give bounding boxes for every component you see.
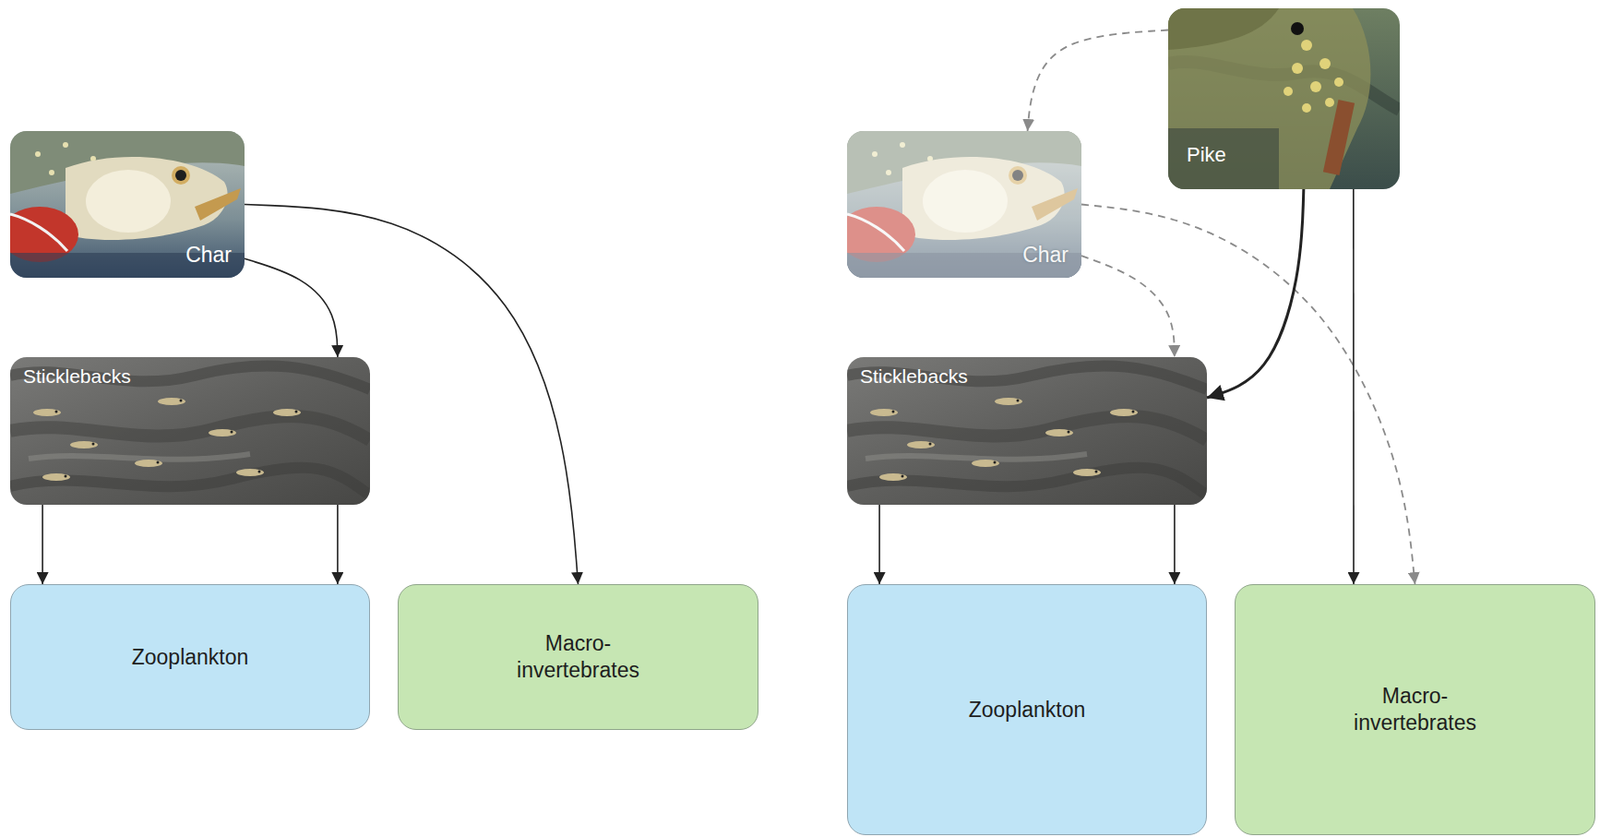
food-link bbox=[878, 504, 881, 585]
food-link bbox=[1027, 30, 1169, 132]
group-box: Macro- invertebrates bbox=[1234, 584, 1596, 836]
food-link bbox=[244, 204, 579, 586]
group-box: Macro- invertebrates bbox=[397, 584, 759, 730]
food-link bbox=[244, 258, 338, 358]
node-label: Zooplankton bbox=[131, 644, 250, 671]
photo-box: Sticklebacks bbox=[847, 357, 1207, 505]
node-label: Char bbox=[1022, 241, 1069, 269]
food-link bbox=[1081, 255, 1175, 358]
node-label: Macro- invertebrates bbox=[500, 630, 657, 684]
node-label: Sticklebacks bbox=[23, 364, 132, 389]
food-link bbox=[336, 504, 339, 585]
node-label: Macro- invertebrates bbox=[1337, 682, 1494, 737]
node-label: Char bbox=[185, 241, 232, 269]
food-link bbox=[1206, 189, 1304, 398]
group-box: Zooplankton bbox=[847, 584, 1207, 836]
food-link bbox=[1081, 204, 1416, 586]
photo-box: Char bbox=[10, 131, 245, 278]
photo-box: Sticklebacks bbox=[10, 357, 371, 505]
group-box: Zooplankton bbox=[10, 584, 371, 730]
node-label: Pike bbox=[1186, 142, 1227, 168]
node-label: Sticklebacks bbox=[859, 364, 968, 389]
node-label: Zooplankton bbox=[968, 696, 1087, 724]
food-link bbox=[1352, 189, 1355, 585]
photo-box: Char bbox=[847, 131, 1082, 278]
photo-box: Pike bbox=[1168, 8, 1400, 190]
food-link bbox=[41, 504, 44, 585]
food-link bbox=[1173, 504, 1176, 585]
